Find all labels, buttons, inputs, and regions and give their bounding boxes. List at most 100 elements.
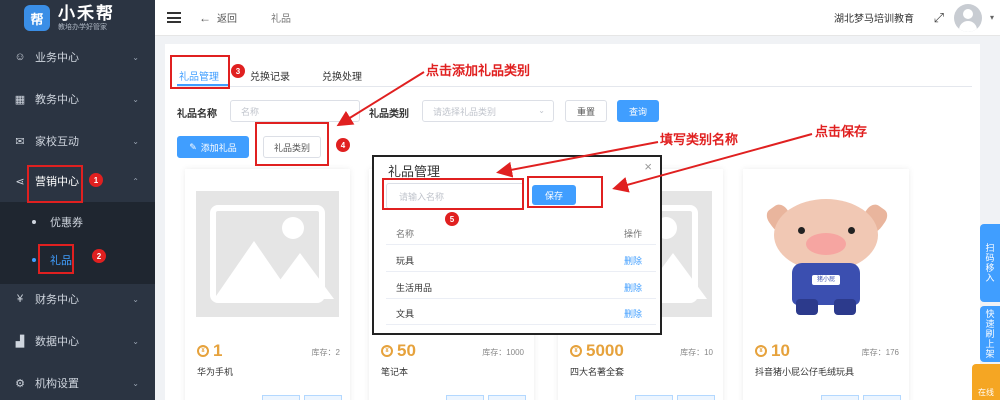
coin-icon: ¥ xyxy=(755,345,767,357)
card-action-button[interactable] xyxy=(677,395,715,400)
annotation-box xyxy=(38,244,74,274)
gift-category-label: 礼品类别 xyxy=(369,109,409,120)
card-action-button[interactable] xyxy=(262,395,300,400)
back-button[interactable]: ← 返回 xyxy=(199,10,237,26)
modal-title: 礼品管理 xyxy=(388,164,441,179)
table-header: 名称 操作 xyxy=(386,221,656,245)
sidebar-item-label: 机构设置 xyxy=(35,378,79,390)
gift-card[interactable]: 猪小屁 ¥10 库存：176 抖音猪小屁公仔毛绒玩具 xyxy=(743,169,909,400)
step-badge: 3 xyxy=(231,64,245,78)
gift-stock: 库存：1000 xyxy=(482,348,524,357)
plush-pig-image: 猪小屁 xyxy=(754,191,897,317)
card-action-button[interactable] xyxy=(635,395,673,400)
card-action-button[interactable] xyxy=(488,395,526,400)
card-actions xyxy=(635,395,715,400)
step-badge: 2 xyxy=(92,249,106,263)
chevron-down-icon: ⌄ xyxy=(132,136,139,146)
sidebar-item-label: 教务中心 xyxy=(35,94,79,106)
avatar[interactable] xyxy=(954,3,982,32)
tabs-divider xyxy=(177,86,972,87)
breadcrumb: 礼品 xyxy=(271,14,291,25)
category-name: 文具 xyxy=(396,309,415,319)
float-tab-scan[interactable]: 扫码移入 xyxy=(980,224,1000,302)
card-action-button[interactable] xyxy=(446,395,484,400)
sidebar-item-data[interactable]: ▟ 数据中心 ⌄ xyxy=(0,320,155,362)
gift-category-button[interactable]: 礼品类别 xyxy=(263,136,321,158)
tab-redeem-records[interactable]: 兑换记录 xyxy=(250,72,290,83)
sidebar-item-label: 业务中心 xyxy=(35,52,79,64)
sidebar: 帮 小禾帮 教培办学好管家 ☺ 业务中心 ⌄ ▦ 教务中心 ⌄ ✉ 家校互动 ⌄… xyxy=(0,0,155,400)
tab-gift-management[interactable]: 礼品管理 xyxy=(179,72,219,83)
chevron-up-icon: ⌃ xyxy=(132,176,139,186)
coin-icon: ¥ xyxy=(197,345,209,357)
share-icon: ⋖ xyxy=(15,175,25,188)
coin-icon: ¥ xyxy=(570,345,582,357)
chevron-down-icon: ⌄ xyxy=(538,106,545,115)
settings-icon: ⚙ xyxy=(15,377,25,390)
chat-icon: ✉ xyxy=(15,135,25,148)
pig-badge: 猪小屁 xyxy=(812,275,840,285)
delete-link[interactable]: 删除 xyxy=(623,283,642,293)
sidebar-item-business[interactable]: ☺ 业务中心 ⌄ xyxy=(0,36,155,78)
card-actions xyxy=(821,395,901,400)
back-label: 返回 xyxy=(217,14,237,25)
sidebar-item-academic[interactable]: ▦ 教务中心 ⌄ xyxy=(0,78,155,120)
table-row: 文具 删除 xyxy=(386,301,656,325)
card-action-button[interactable] xyxy=(821,395,859,400)
query-button[interactable]: 查询 xyxy=(617,100,659,122)
category-name: 生活用品 xyxy=(396,283,433,293)
col-name: 名称 xyxy=(396,229,415,239)
tab-redeem-processing[interactable]: 兑换处理 xyxy=(322,72,362,83)
chevron-down-icon[interactable]: ▾ xyxy=(989,13,994,22)
gift-name: 华为手机 xyxy=(197,367,234,377)
sidebar-item-marketing[interactable]: ⋖ 营销中心 ⌃ xyxy=(0,160,155,202)
fullscreen-icon[interactable]: ⤢ xyxy=(933,9,944,25)
step-badge: 5 xyxy=(445,212,459,226)
save-button[interactable]: 保存 xyxy=(532,185,576,205)
close-icon[interactable]: × xyxy=(644,159,652,174)
card-action-button[interactable] xyxy=(863,395,901,400)
annotation-box xyxy=(170,55,230,89)
sidebar-item-settings[interactable]: ⚙ 机构设置 ⌄ xyxy=(0,362,155,400)
annotation-arrow xyxy=(336,71,425,127)
annotation-note: 点击保存 xyxy=(815,124,868,139)
delete-link[interactable]: 删除 xyxy=(623,256,642,266)
gift-name: 抖音猪小屁公仔毛绒玩具 xyxy=(755,367,855,377)
gift-stock: 库存：176 xyxy=(861,348,899,357)
sidebar-item-home-school[interactable]: ✉ 家校互动 ⌄ xyxy=(0,120,155,162)
online-chat-button[interactable]: 在线 xyxy=(972,364,1000,400)
gift-card[interactable]: ¥1 库存：2 华为手机 xyxy=(185,169,350,400)
table-row: 玩具 删除 xyxy=(386,248,656,272)
brand: 帮 小禾帮 教培办学好管家 xyxy=(0,0,155,36)
brand-subtitle: 教培办学好管家 xyxy=(58,23,107,31)
menu-toggle-icon[interactable] xyxy=(167,12,181,23)
sidebar-subitem-label: 礼品 xyxy=(50,255,72,267)
image-placeholder-icon xyxy=(196,191,339,317)
reset-button[interactable]: 重置 xyxy=(565,100,607,122)
sidebar-item-label: 财务中心 xyxy=(35,294,79,306)
sidebar-subitem-gift[interactable]: 礼品 xyxy=(0,242,155,278)
gift-category-select[interactable]: 请选择礼品类别 ⌄ xyxy=(422,100,554,122)
annotation-arrow xyxy=(496,141,659,178)
annotation-box xyxy=(527,176,603,208)
gift-stock: 库存：10 xyxy=(680,348,713,357)
gift-name-label: 礼品名称 xyxy=(177,109,217,120)
float-tab-quick[interactable]: 快速刷上架 xyxy=(980,306,1000,362)
card-actions xyxy=(446,395,526,400)
sidebar-subitem-label: 优惠券 xyxy=(50,217,83,229)
category-modal: 礼品管理 × 请输入名称 保存 名称 操作 玩具 删除 生活用品 删除 文具 删… xyxy=(372,155,662,335)
sidebar-subitem-coupon[interactable]: 优惠券 xyxy=(0,204,155,240)
delete-link[interactable]: 删除 xyxy=(623,309,642,319)
sidebar-item-label: 营销中心 xyxy=(35,176,79,188)
chevron-down-icon: ⌄ xyxy=(132,52,139,62)
sidebar-item-finance[interactable]: ¥ 财务中心 ⌄ xyxy=(0,278,155,320)
card-action-button[interactable] xyxy=(304,395,342,400)
org-name[interactable]: 湖北梦马培训教育 xyxy=(834,14,914,25)
col-action: 操作 xyxy=(623,229,642,239)
add-gift-button[interactable]: ✎ 添加礼品 xyxy=(177,136,249,158)
top-header: ← 返回 礼品 湖北梦马培训教育 ⤢ ▾ xyxy=(155,0,1000,36)
chevron-down-icon: ⌄ xyxy=(132,378,139,388)
coin-icon: ¥ xyxy=(381,345,393,357)
gift-stock: 库存：2 xyxy=(311,348,340,357)
brand-logo-icon: 帮 xyxy=(24,5,50,31)
